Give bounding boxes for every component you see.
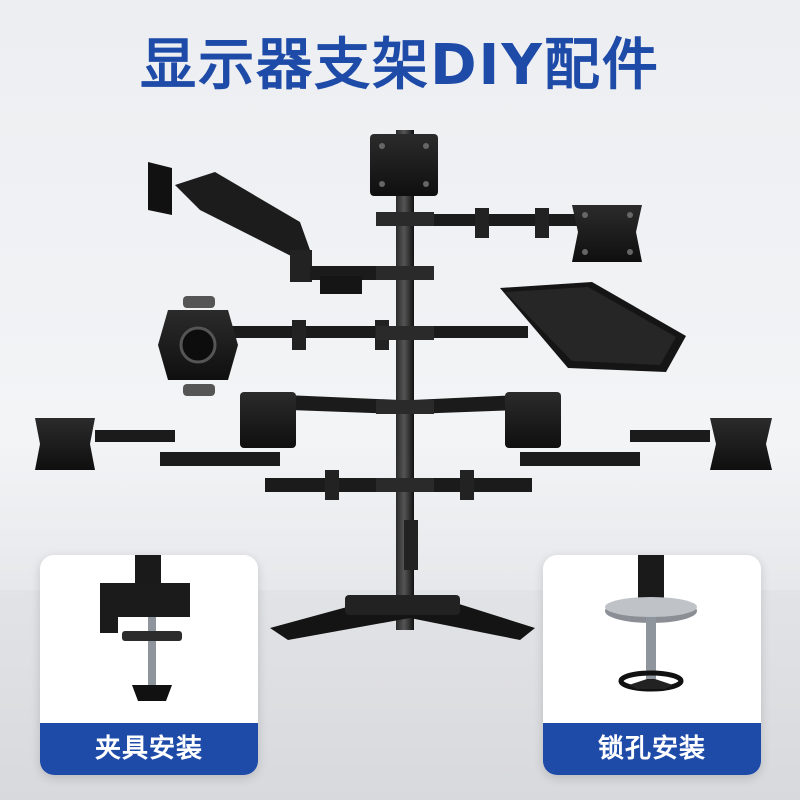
- grommet-mount-icon: [605, 555, 697, 692]
- articulated-arms-lower: [240, 392, 561, 448]
- vesa-plate-far-left: [35, 418, 408, 500]
- grommet-install-card: 锁孔安装: [543, 555, 761, 775]
- vesa-plate-far-right: [412, 418, 772, 500]
- central-pole: [396, 130, 414, 630]
- clamp-install-label: 夹具安装: [40, 723, 258, 775]
- grommet-install-label: 锁孔安装: [543, 723, 761, 775]
- page-title: 显示器支架DIY配件: [140, 33, 660, 98]
- top-vesa-plate: [370, 134, 438, 196]
- arm-middle-left: [230, 326, 408, 338]
- laptop-tray: [408, 282, 686, 372]
- round-vesa-plate: [158, 296, 238, 396]
- arm-upper-right: [408, 214, 598, 226]
- clamp-install-card: 夹具安装: [40, 555, 258, 775]
- desk-clamp-icon: [100, 555, 190, 701]
- gas-spring-arm: [148, 162, 400, 294]
- x-base-foot: [270, 595, 535, 640]
- vesa-plate-upper-right: [572, 205, 642, 262]
